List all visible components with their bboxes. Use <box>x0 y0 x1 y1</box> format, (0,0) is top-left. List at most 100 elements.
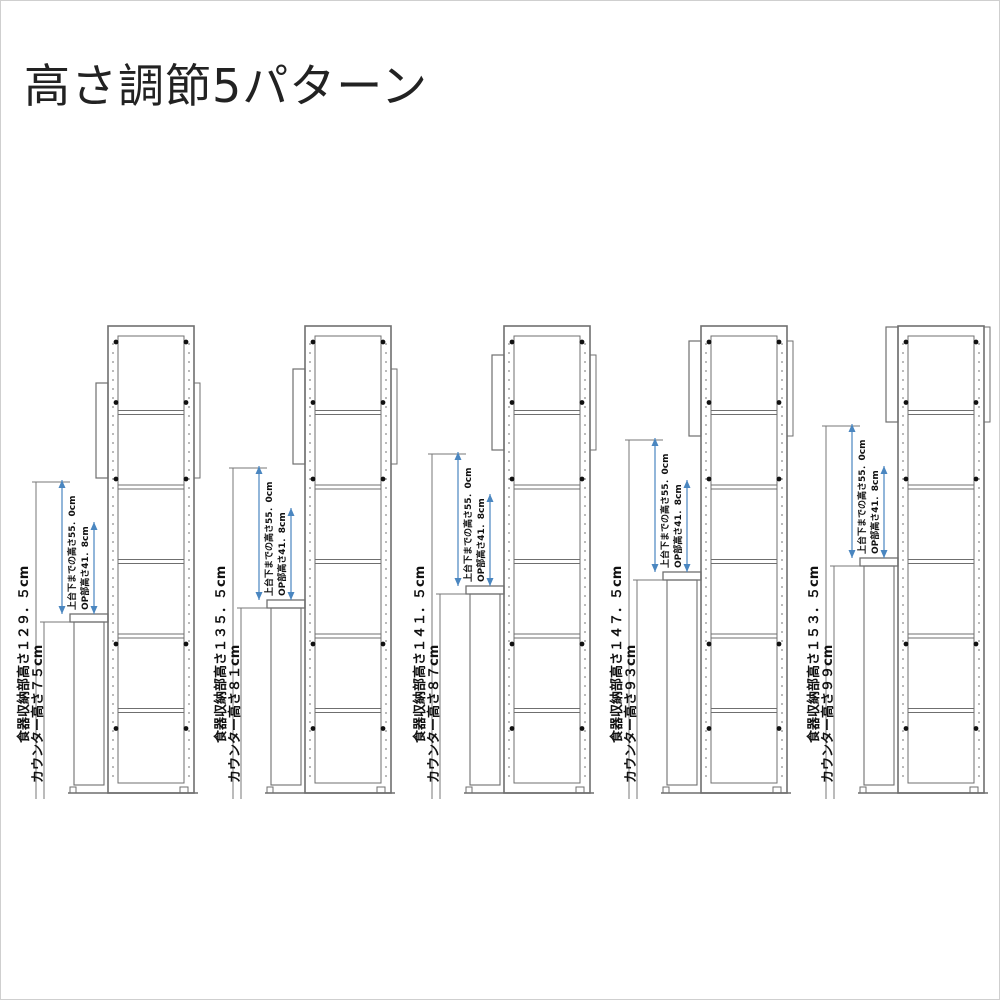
pin-hole <box>508 352 510 354</box>
pin-hole <box>508 604 510 606</box>
pin-hole <box>385 397 387 399</box>
pin-hole <box>584 550 586 552</box>
pin-hole <box>781 424 783 426</box>
fixing-dot <box>973 476 979 482</box>
pin-hole <box>385 442 387 444</box>
counter-base <box>469 593 501 786</box>
pin-hole <box>309 451 311 453</box>
pin-hole <box>309 361 311 363</box>
pin-hole <box>112 550 114 552</box>
pin-hole <box>188 388 190 390</box>
pin-hole <box>978 559 980 561</box>
pin-hole <box>705 658 707 660</box>
pin-hole <box>188 559 190 561</box>
pin-hole <box>978 397 980 399</box>
pin-hole <box>781 415 783 417</box>
pin-hole <box>978 406 980 408</box>
pin-hole <box>112 604 114 606</box>
pin-hole <box>309 559 311 561</box>
pin-hole <box>978 685 980 687</box>
pin-hole <box>112 694 114 696</box>
pin-hole <box>188 532 190 534</box>
pin-hole <box>781 478 783 480</box>
pin-hole <box>705 460 707 462</box>
fixing-dot <box>579 400 585 405</box>
pin-hole <box>781 343 783 345</box>
arrow-head-top <box>58 480 66 488</box>
pin-hole <box>508 478 510 480</box>
pin-hole <box>309 433 311 435</box>
pin-hole <box>188 694 190 696</box>
op-height-label: OP部高さ41．8cm <box>475 498 487 582</box>
pin-hole <box>385 676 387 678</box>
foot <box>575 786 585 794</box>
pin-hole <box>508 397 510 399</box>
pin-hole <box>902 343 904 345</box>
fixing-dot <box>579 726 585 731</box>
pin-hole <box>584 451 586 453</box>
pin-hole <box>902 487 904 489</box>
pin-hole <box>112 748 114 750</box>
fixing-dot <box>380 400 386 405</box>
upper-unit-door <box>95 382 109 479</box>
arrow-head-bottom <box>651 564 659 572</box>
pin-hole <box>309 370 311 372</box>
pin-hole <box>309 424 311 426</box>
pin-hole <box>584 685 586 687</box>
fixing-dot <box>509 400 515 405</box>
pin-hole <box>112 532 114 534</box>
fixing-dot <box>706 476 712 482</box>
pin-hole <box>385 523 387 525</box>
pin-hole <box>705 595 707 597</box>
pin-hole <box>705 757 707 759</box>
pin-hole <box>902 775 904 777</box>
op-height-label: OP部高さ41．8cm <box>869 470 881 554</box>
pin-hole <box>584 406 586 408</box>
pin-hole <box>309 478 311 480</box>
pin-hole <box>902 532 904 534</box>
counter-base <box>666 579 698 786</box>
pin-hole <box>508 640 510 642</box>
pin-hole <box>584 766 586 768</box>
pin-hole <box>584 640 586 642</box>
fixing-dot <box>113 400 119 405</box>
pin-hole <box>188 487 190 489</box>
pin-hole <box>112 397 114 399</box>
pin-hole <box>309 388 311 390</box>
upper-clearance-arrow <box>848 424 856 558</box>
fixing-dot <box>183 641 189 647</box>
pin-hole <box>385 460 387 462</box>
pin-hole <box>584 712 586 714</box>
pin-hole <box>385 748 387 750</box>
pin-hole <box>584 730 586 732</box>
pin-hole <box>584 739 586 741</box>
pin-hole <box>781 379 783 381</box>
pin-hole <box>584 694 586 696</box>
pin-hole <box>385 532 387 534</box>
pin-hole <box>781 397 783 399</box>
pin-hole <box>112 667 114 669</box>
pin-hole <box>781 775 783 777</box>
pin-hole <box>584 379 586 381</box>
pin-hole <box>385 388 387 390</box>
pin-hole <box>781 748 783 750</box>
arrow-head-top <box>880 466 888 474</box>
pin-hole <box>781 361 783 363</box>
pin-hole <box>385 559 387 561</box>
pin-hole <box>112 649 114 651</box>
pin-hole <box>508 649 510 651</box>
pin-hole <box>978 712 980 714</box>
pin-hole <box>978 460 980 462</box>
pin-hole <box>781 352 783 354</box>
upper-unit-door <box>491 354 505 451</box>
pin-hole <box>385 577 387 579</box>
pin-hole <box>385 667 387 669</box>
pin-hole <box>508 415 510 417</box>
pin-hole <box>978 721 980 723</box>
arrow-head-top <box>486 494 494 502</box>
pin-hole <box>385 568 387 570</box>
pin-hole <box>112 460 114 462</box>
pin-hole <box>902 478 904 480</box>
